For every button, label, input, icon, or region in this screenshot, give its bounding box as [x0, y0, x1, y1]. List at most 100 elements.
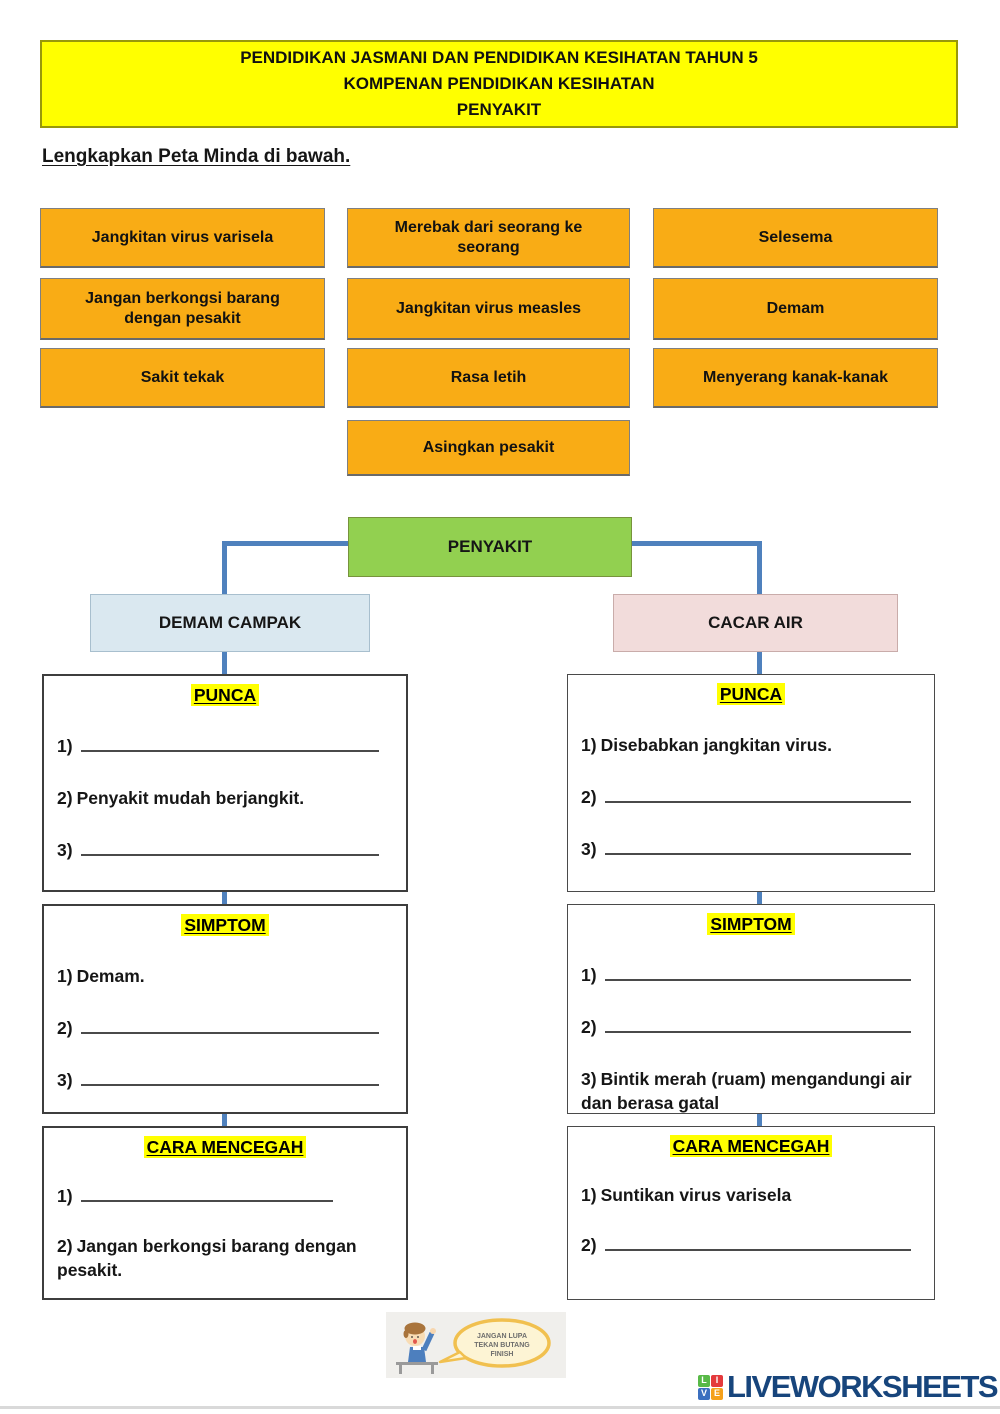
item-number: 1) [581, 965, 597, 985]
title-line-2: KOMPENAN PENDIDIKAN KESIHATAN [343, 74, 655, 93]
answer-blank-line[interactable] [80, 1032, 379, 1034]
answer-blank-line[interactable] [604, 801, 911, 803]
answer-item: 3) [581, 837, 921, 861]
word-bank-item-label: Merebak dari seorang ke seorang [394, 218, 583, 256]
answer-item: 2)Jangan berkongsi barang dengan pesakit… [57, 1234, 393, 1282]
word-bank-item[interactable]: Jangan berkongsi barang dengan pesakit [40, 278, 325, 340]
word-bank-item[interactable]: Sakit tekak [40, 348, 325, 408]
section-title: CARA MENCEGAH [44, 1128, 406, 1158]
answer-blank-line[interactable] [80, 1200, 333, 1202]
answer-blank-line[interactable] [604, 1249, 911, 1251]
answer-blank-line[interactable] [80, 1084, 379, 1086]
branch-label: CACAR AIR [708, 613, 803, 632]
answer-blank-line[interactable] [604, 1031, 911, 1033]
item-number: 3) [57, 840, 73, 860]
section-title: SIMPTOM [44, 906, 406, 936]
item-text: Suntikan virus varisela [600, 1185, 792, 1205]
answer-item: 3)Bintik merah (ruam) mengandungi air da… [581, 1067, 921, 1115]
answer-item: 1)Suntikan virus varisela [581, 1183, 921, 1207]
word-bank-item[interactable]: Menyerang kanak-kanak [653, 348, 938, 408]
word-bank-item-label: Jangkitan virus measles [396, 299, 581, 317]
item-number: 1) [57, 1186, 73, 1206]
section-title: CARA MENCEGAH [568, 1127, 934, 1157]
root-node-label: PENYAKIT [447, 537, 533, 556]
connector-right-branch-punca [757, 650, 762, 677]
answer-blank-line[interactable] [80, 750, 379, 752]
reminder-panel: JANGAN LUPA TEKAN BUTANG FINISH [386, 1312, 566, 1378]
word-bank-item[interactable]: Demam [653, 278, 938, 340]
section-title: PUNCA [568, 675, 934, 705]
answer-item: 2) [581, 1233, 921, 1257]
item-number: 1) [57, 736, 73, 756]
liveworksheets-logo: L I V E LIVEWORKSHEETS [698, 1369, 999, 1405]
word-bank-item[interactable]: Selesema [653, 208, 938, 268]
item-text: Bintik merah (ruam) mengandungi air dan … [581, 1069, 912, 1113]
logo-square-e: E [711, 1387, 723, 1400]
answer-item: 2) [581, 785, 921, 809]
student-cartoon: JANGAN LUPA TEKAN BUTANG FINISH [396, 1318, 551, 1374]
answer-item: 3) [57, 838, 393, 862]
item-number: 3) [581, 1069, 597, 1089]
answer-item: 3) [57, 1068, 393, 1092]
item-text: Disebabkan jangkitan virus. [600, 735, 833, 755]
section-title: SIMPTOM [568, 905, 934, 935]
title-line-1: PENDIDIKAN JASMANI DAN PENDIDIKAN KESIHA… [240, 48, 758, 67]
word-bank-item[interactable]: Asingkan pesakit [347, 420, 630, 476]
item-text: Demam. [76, 966, 145, 986]
answer-item: 1)Demam. [57, 964, 393, 988]
word-bank-item-label: Jangkitan virus varisela [91, 228, 274, 246]
connector-right-simptom-cara [757, 1110, 762, 1128]
answer-blank-line[interactable] [604, 979, 911, 981]
word-bank-item-label: Rasa letih [450, 368, 527, 386]
logo-mark: L I V E [698, 1374, 723, 1400]
answer-item: 2) [581, 1015, 921, 1039]
word-bank-item-label: Asingkan pesakit [422, 438, 555, 456]
connector-left-simptom-cara [222, 1110, 227, 1128]
item-number: 2) [581, 787, 597, 807]
title-banner: PENDIDIKAN JASMANI DAN PENDIDIKAN KESIHA… [40, 40, 958, 128]
answer-blank-line[interactable] [80, 854, 379, 856]
connector-left-branch-punca [222, 650, 227, 677]
answer-item: 2)Penyakit mudah berjangkit. [57, 786, 393, 810]
answer-item: 1) [581, 963, 921, 987]
item-number: 1) [57, 966, 73, 986]
answer-blank-line[interactable] [604, 853, 911, 855]
item-number: 2) [57, 788, 73, 808]
word-bank-item-label: Jangan berkongsi barang dengan pesakit [85, 289, 280, 327]
item-text: Jangan berkongsi barang dengan pesakit. [57, 1236, 357, 1280]
word-bank-item[interactable]: Jangkitan virus varisela [40, 208, 325, 268]
word-bank-item-label: Selesema [758, 228, 833, 246]
left-simptom-box: SIMPTOM 1)Demam. 2) 3) [42, 904, 408, 1114]
connector-left-down [222, 541, 227, 597]
left-cara-mencegah-box: CARA MENCEGAH 1) 2)Jangan berkongsi bara… [42, 1126, 408, 1300]
branch-node-cacar-air: CACAR AIR [613, 594, 898, 652]
answer-item: 1) [57, 734, 393, 758]
answer-item: 1)Disebabkan jangkitan virus. [581, 733, 921, 757]
item-number: 3) [581, 839, 597, 859]
word-bank-item-label: Menyerang kanak-kanak [703, 368, 888, 386]
answer-item: 1) [57, 1184, 393, 1208]
connector-root-left [222, 541, 350, 546]
speech-bubble-line-3: FINISH [491, 1351, 514, 1358]
right-simptom-box: SIMPTOM 1) 2) 3)Bintik merah (ruam) meng… [567, 904, 935, 1114]
root-node-penyakit: PENYAKIT [348, 517, 632, 577]
speech-bubble-line-2: TEKAN BUTANG [474, 1342, 530, 1349]
branch-node-demam-campak: DEMAM CAMPAK [90, 594, 370, 652]
right-punca-box: PUNCA 1)Disebabkan jangkitan virus. 2) 3… [567, 674, 935, 892]
answer-item: 2) [57, 1016, 393, 1040]
connector-right-punca-simptom [757, 888, 762, 906]
word-bank-item[interactable]: Merebak dari seorang ke seorang [347, 208, 630, 268]
word-bank-item[interactable]: Rasa letih [347, 348, 630, 408]
page-bottom-rule [0, 1406, 1000, 1409]
instruction-text: Lengkapkan Peta Minda di bawah. [42, 146, 351, 167]
branch-label: DEMAM CAMPAK [158, 613, 302, 632]
word-bank-item-label: Sakit tekak [140, 368, 225, 386]
speech-bubble-line-1: JANGAN LUPA [477, 1333, 527, 1340]
speech-bubble: JANGAN LUPA TEKAN BUTANG FINISH [438, 1318, 551, 1368]
item-number: 2) [57, 1018, 73, 1038]
item-text: Penyakit mudah berjangkit. [76, 788, 305, 808]
item-number: 2) [581, 1235, 597, 1255]
section-title: PUNCA [44, 676, 406, 706]
word-bank-item[interactable]: Jangkitan virus measles [347, 278, 630, 340]
